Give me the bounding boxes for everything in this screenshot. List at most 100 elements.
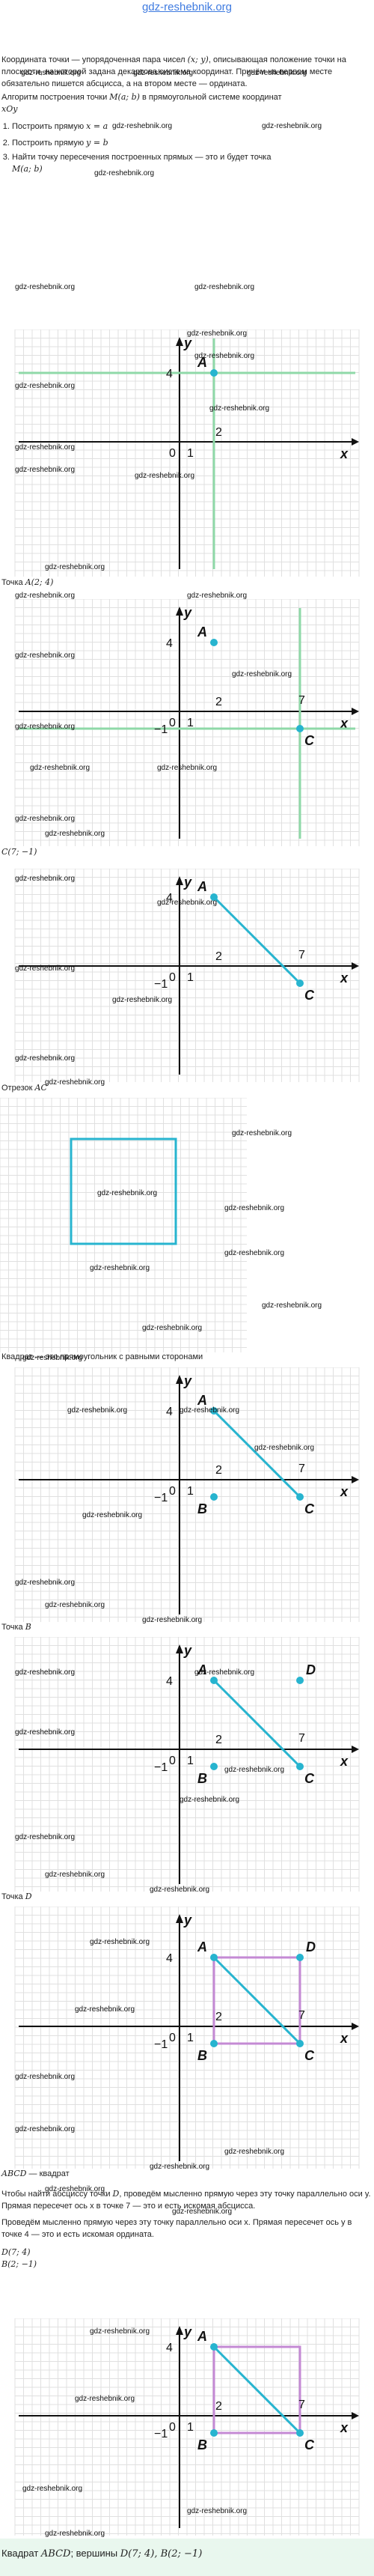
- x-axis-arrow: [352, 2412, 359, 2419]
- caption-point-b: Точка B: [1, 1622, 31, 1632]
- caption-square-abcd: ABCD — квадрат: [1, 2169, 70, 2178]
- watermark: gdz-reshebnik.org: [247, 69, 307, 77]
- tick-neg1-label: −1: [154, 2428, 168, 2440]
- watermark: gdz-reshebnik.org: [232, 670, 292, 678]
- intro-paragraph-1: Координата точки — упорядоченная пара чи…: [1, 55, 346, 88]
- y-axis-arrow: [176, 876, 183, 885]
- x-axis-arrow: [352, 438, 359, 446]
- site-title[interactable]: gdz-reshebnik.org: [141, 1, 233, 13]
- point-a-label: A: [197, 879, 207, 894]
- tick-2-label: 2: [215, 696, 222, 708]
- segment-ac: [212, 2345, 301, 2434]
- watermark: gdz-reshebnik.org: [187, 592, 248, 600]
- tick-4-label: 4: [166, 1952, 173, 1965]
- point-d-label: D: [306, 1662, 316, 1677]
- watermark: gdz-reshebnik.org: [45, 2185, 105, 2193]
- watermark: gdz-reshebnik.org: [142, 1324, 203, 1332]
- x-axis-arrow: [352, 1476, 359, 1483]
- watermark: gdz-reshebnik.org: [90, 1938, 150, 1946]
- point-a-label: A: [197, 1939, 207, 1954]
- point-a: [210, 2343, 218, 2351]
- y-axis-label: y: [183, 1913, 192, 1928]
- watermark: gdz-reshebnik.org: [157, 764, 218, 772]
- watermark: gdz-reshebnik.org: [45, 2530, 105, 2538]
- tick-1-label: 1: [187, 717, 194, 729]
- tick-4-label: 4: [166, 892, 173, 905]
- figure-4: [0, 1098, 374, 1352]
- tick-4-label: 4: [166, 1675, 173, 1688]
- point-c-label: C: [304, 733, 315, 748]
- x-axis-label: x: [340, 716, 349, 731]
- watermark: gdz-reshebnik.org: [45, 1871, 105, 1879]
- watermark: gdz-reshebnik.org: [82, 1511, 143, 1519]
- tick-4-label: 4: [166, 637, 173, 650]
- point-b: [210, 1763, 218, 1770]
- origin-label: 0: [169, 447, 176, 460]
- square-abcd: [212, 2345, 301, 2434]
- step-2: Построить прямую y = b: [12, 135, 374, 151]
- point-c-label: C: [304, 2048, 315, 2063]
- point-c-label: C: [304, 1771, 315, 1786]
- point-a-label: A: [197, 1662, 207, 1677]
- point-a: [210, 1677, 218, 1684]
- watermark: gdz-reshebnik.org: [180, 1406, 240, 1415]
- y-axis-arrow: [176, 2326, 183, 2335]
- grid-lines: [14, 1907, 360, 2169]
- step-3: Найти точку пересечения построенных прям…: [12, 151, 374, 175]
- x-axis-arrow: [352, 962, 359, 970]
- tick-1-label: 1: [187, 1485, 194, 1498]
- y-axis-arrow: [176, 607, 183, 616]
- tick-4-label: 4: [166, 368, 173, 380]
- watermark: gdz-reshebnik.org: [224, 1204, 285, 1212]
- y-axis-label: y: [183, 335, 192, 350]
- watermark: gdz-reshebnik.org: [194, 283, 255, 291]
- watermark: gdz-reshebnik.org: [45, 1078, 105, 1087]
- watermark: gdz-reshebnik.org: [172, 2208, 233, 2216]
- segment-ac: [212, 1409, 301, 1498]
- origin-label: 0: [169, 971, 176, 984]
- x-axis-label: x: [340, 970, 349, 985]
- watermark: gdz-reshebnik.org: [194, 352, 255, 360]
- watermark: gdz-reshebnik.org: [45, 830, 105, 838]
- watermark: gdz-reshebnik.org: [15, 1668, 76, 1677]
- point-b-label: B: [197, 1501, 207, 1516]
- watermark: gdz-reshebnik.org: [112, 996, 173, 1004]
- segment-ac: [212, 1679, 301, 1768]
- y-axis-arrow: [176, 1914, 183, 1923]
- point-a: [210, 1407, 218, 1415]
- watermark: gdz-reshebnik.org: [67, 1406, 128, 1415]
- watermark: gdz-reshebnik.org: [75, 2005, 135, 2014]
- tick-2-label: 2: [215, 2400, 222, 2413]
- watermark: gdz-reshebnik.org: [15, 651, 76, 660]
- point-c: [296, 725, 304, 732]
- point-b: [210, 2429, 218, 2437]
- y-axis-arrow: [176, 1375, 183, 1384]
- watermark: gdz-reshebnik.org: [21, 69, 82, 77]
- watermark: gdz-reshebnik.org: [15, 965, 76, 973]
- explanation-paragraph-2: Проведём мысленно прямую через эту точку…: [1, 2218, 352, 2239]
- x-axis-label: x: [340, 446, 349, 461]
- tick-1-label: 1: [187, 971, 194, 984]
- tick-2-label: 2: [215, 1464, 222, 1477]
- caption-point-c: C(7; −1): [1, 847, 37, 857]
- point-a-label: A: [197, 1393, 207, 1408]
- watermark: gdz-reshebnik.org: [232, 1129, 292, 1137]
- tick-2-label: 2: [215, 2011, 222, 2023]
- tick-7-label: 7: [298, 1462, 305, 1475]
- explanation-section: Чтобы найти абсциссу точки D, проведём м…: [0, 2188, 374, 2270]
- y-axis-label: y: [183, 1373, 192, 1388]
- watermark: gdz-reshebnik.org: [30, 764, 91, 772]
- watermark: gdz-reshebnik.org: [45, 1601, 105, 1609]
- point-d: [296, 1677, 304, 1684]
- watermark: gdz-reshebnik.org: [15, 1728, 76, 1737]
- y-axis-label: y: [183, 1643, 192, 1658]
- watermark: gdz-reshebnik.org: [150, 2163, 210, 2171]
